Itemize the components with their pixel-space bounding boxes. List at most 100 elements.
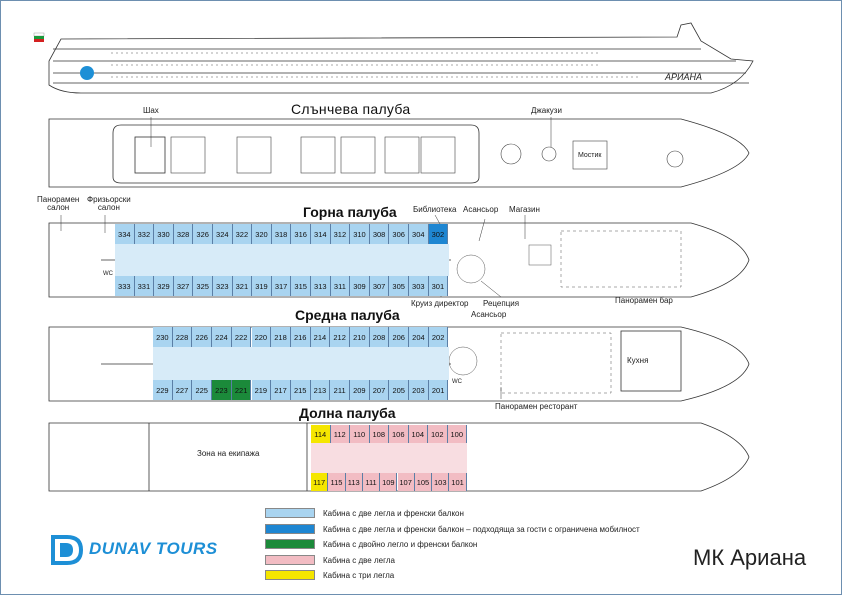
legend-text-4: Кабина с две легла <box>323 555 395 565</box>
elevator-top-label: Асансьор <box>463 205 499 214</box>
cabin-319: 319 <box>252 276 272 296</box>
legend-swatch-4 <box>265 554 315 565</box>
cruise-director-label: Круиз директор <box>411 299 469 308</box>
cabin-211: 211 <box>330 380 350 400</box>
shop-label: Магазин <box>509 205 540 214</box>
cabin-304: 304 <box>409 224 429 244</box>
cabin-302: 302 <box>428 224 449 244</box>
legend-text-3: Кабина с двойно легло и френски балкон <box>323 540 478 549</box>
lower-deck-corridor <box>311 443 467 473</box>
cabin-218: 218 <box>271 327 291 347</box>
cabin-103: 103 <box>432 473 450 491</box>
cabin-228: 228 <box>172 327 193 347</box>
cabin-322: 322 <box>232 224 253 244</box>
elevator-bottom-label: Асансьор <box>471 310 507 319</box>
legend-text-1: Кабина с две легла и френски балкон <box>323 509 464 518</box>
middle-deck-corridor <box>153 347 449 380</box>
cabin-308: 308 <box>369 224 390 244</box>
cabin-216: 216 <box>290 327 311 347</box>
cabin-219: 219 <box>251 380 272 400</box>
cabin-226: 226 <box>192 327 213 347</box>
cabin-313: 313 <box>311 276 331 296</box>
cabin-217: 217 <box>271 380 291 400</box>
cabin-327: 327 <box>173 276 194 296</box>
cabin-205: 205 <box>389 380 410 400</box>
legend-text-5: Кабина с три легла <box>323 571 395 580</box>
cabin-104: 104 <box>408 425 428 443</box>
profile-logo-mark <box>80 66 94 80</box>
cabin-206: 206 <box>389 327 410 347</box>
kitchen-label: Кухня <box>627 356 649 365</box>
cabin-323: 323 <box>213 276 233 296</box>
cabin-306: 306 <box>389 224 409 244</box>
cabin-309: 309 <box>350 276 370 296</box>
cabin-107: 107 <box>397 473 415 491</box>
bridge-label: Мостик <box>578 152 602 159</box>
cabin-333: 333 <box>115 276 135 296</box>
legend-swatch-2 <box>265 523 315 534</box>
flag-stripe-red <box>34 39 44 42</box>
sun-deck-title: Слънчева палуба <box>291 101 411 117</box>
chess-label: Шах <box>143 106 159 115</box>
cabin-334: 334 <box>115 224 135 244</box>
cabin-111: 111 <box>362 473 381 491</box>
cabin-227: 227 <box>172 380 193 400</box>
cabin-330: 330 <box>154 224 174 244</box>
cabin-201: 201 <box>428 380 449 400</box>
ship-profile <box>48 22 754 94</box>
cabin-113: 113 <box>345 473 363 491</box>
logo-text: DUNAV TOURS <box>89 539 218 558</box>
cabin-213: 213 <box>310 380 331 400</box>
middle-deck-furniture <box>448 332 612 394</box>
cabin-110: 110 <box>350 425 370 443</box>
logo-d-mark <box>51 535 84 565</box>
cabin-221: 221 <box>231 380 252 400</box>
cabin-109: 109 <box>380 473 398 491</box>
cabin-324: 324 <box>213 224 233 244</box>
cabin-117: 117 <box>311 473 329 491</box>
cabin-315: 315 <box>291 276 311 296</box>
cabin-102: 102 <box>428 425 448 443</box>
cabin-210: 210 <box>350 327 370 347</box>
cabin-105: 105 <box>414 473 433 491</box>
ship-title: МК Ариана <box>693 545 807 570</box>
upper-wc-label: WC <box>103 271 113 277</box>
cabin-114: 114 <box>311 425 331 443</box>
cabin-108: 108 <box>369 425 389 443</box>
cabin-209: 209 <box>350 380 370 400</box>
cabin-331: 331 <box>134 276 155 296</box>
profile-windows <box>111 52 641 78</box>
cabin-303: 303 <box>409 276 429 296</box>
cabin-229: 229 <box>153 380 173 400</box>
cabin-203: 203 <box>409 380 429 400</box>
cabin-214: 214 <box>310 327 331 347</box>
sun-deck-outline <box>48 118 750 188</box>
legend-swatch-5 <box>265 570 315 580</box>
cabin-326: 326 <box>193 224 213 244</box>
cabin-318: 318 <box>271 224 292 244</box>
cabin-325: 325 <box>193 276 213 296</box>
cabin-317: 317 <box>271 276 292 296</box>
lower-deck-outline <box>48 422 750 492</box>
cabin-301: 301 <box>428 276 449 296</box>
cabin-224: 224 <box>212 327 232 347</box>
cabin-208: 208 <box>369 327 390 347</box>
cabin-106: 106 <box>389 425 409 443</box>
flag-stripe-white <box>33 32 45 37</box>
cabin-115: 115 <box>328 473 346 491</box>
cabin-314: 314 <box>311 224 331 244</box>
cabin-230: 230 <box>153 327 173 347</box>
panoramic-salon-label: Панорамен салон <box>37 195 80 212</box>
cabin-332: 332 <box>134 224 155 244</box>
reception-label: Рецепция <box>483 299 520 308</box>
cabin-202: 202 <box>428 327 449 347</box>
dunav-tours-logo: DUNAV TOURS <box>49 533 227 567</box>
upper-deck-title: Горна палуба <box>303 204 397 220</box>
sun-deck-furniture <box>500 140 684 170</box>
library-label: Библиотека <box>413 205 457 214</box>
cabin-101: 101 <box>449 473 467 491</box>
legend-text-2: Кабина с две легла и френски балкон – по… <box>323 524 640 534</box>
cabin-311: 311 <box>330 276 351 296</box>
